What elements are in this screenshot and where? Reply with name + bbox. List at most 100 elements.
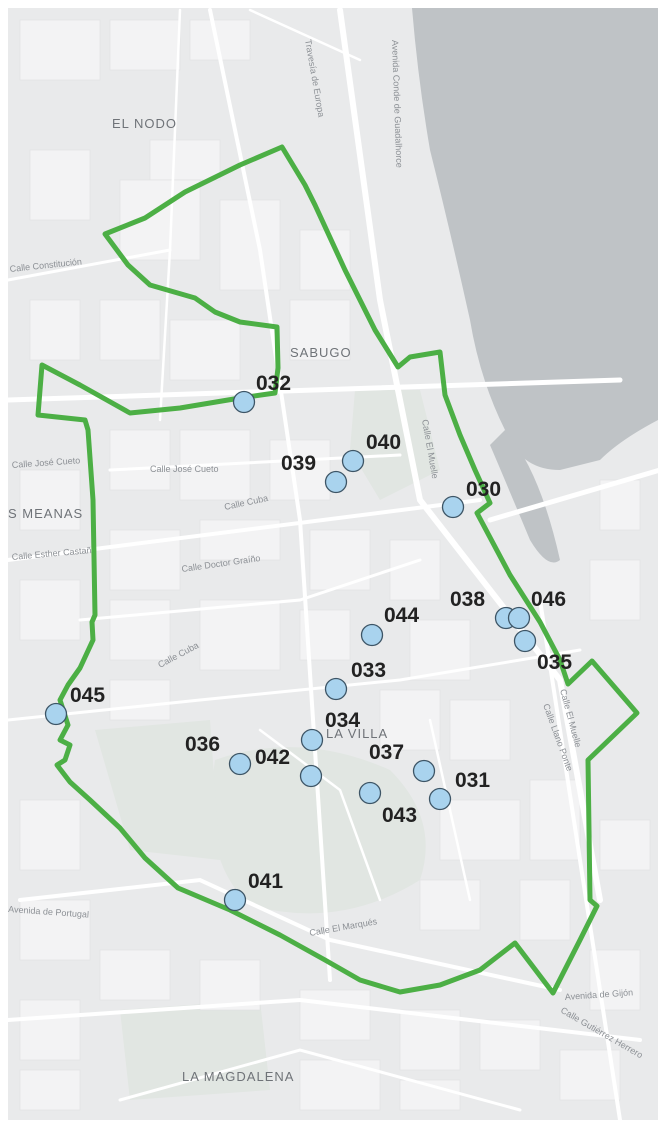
point-label: 039 [281,452,316,475]
point-label: 044 [384,604,419,627]
survey-point-039[interactable]: 039 [281,452,348,494]
road [118,1048,522,1112]
city-block [439,799,521,861]
street-label: Avenida de Gijón [564,987,633,1002]
point-marker-icon[interactable] [507,606,531,630]
city-block [19,19,101,81]
survey-point-035[interactable]: 035 [513,629,573,675]
survey-point-040[interactable]: 040 [341,431,402,473]
survey-point-033[interactable]: 033 [324,659,387,701]
city-block [599,479,641,531]
city-block [19,799,81,871]
city-block [29,149,91,221]
street-label: Avenida Conde de Guadalhorce [390,40,404,168]
road [337,7,603,903]
water-bodies [412,8,658,563]
survey-point-036[interactable]: 036 [185,733,252,776]
point-label: 036 [185,733,220,756]
road [248,8,362,62]
neighborhood-sabugo: SABUGO [290,345,352,360]
road [78,558,422,622]
road [6,648,582,722]
city-block [149,139,221,181]
point-marker-icon[interactable] [428,787,452,811]
city-block [99,299,161,361]
point-label: 035 [537,651,572,674]
point-marker-icon[interactable] [412,759,436,783]
point-marker-icon[interactable] [358,781,382,805]
point-marker-icon[interactable] [324,677,348,701]
city-block [19,999,81,1061]
roads [5,7,663,1122]
point-marker-icon[interactable] [228,752,252,776]
point-label: 038 [450,588,485,611]
point-marker-icon[interactable] [441,495,465,519]
city-block [29,299,81,361]
park-west [95,720,220,860]
point-marker-icon[interactable] [360,623,384,647]
road [6,997,642,1042]
point-label: 031 [455,769,490,792]
survey-point-042[interactable]: 042 [255,746,323,788]
road [487,467,663,523]
survey-point-045[interactable]: 045 [44,684,106,726]
road [18,877,562,992]
point-label: 042 [255,746,290,769]
survey-point-031[interactable]: 031 [428,769,491,811]
city-block [109,679,171,721]
city-block [419,879,481,931]
survey-point-043[interactable]: 043 [358,781,418,828]
point-marker-icon[interactable] [513,629,537,653]
city-block [389,539,441,601]
neighborhood-labels: EL NODO SABUGO S MEANAS LA VILLA LA MAGD… [8,116,388,1084]
neighborhood-la-villa: LA VILLA [326,726,388,741]
street-label: Calle José Cueto [11,455,80,470]
city-block [109,599,171,661]
survey-point-032[interactable]: 032 [232,372,292,414]
road [6,248,172,282]
city-block [289,299,351,361]
city-block [589,559,641,621]
city-block [269,439,331,501]
road [6,498,482,562]
road [538,598,622,1122]
point-marker-icon[interactable] [223,888,247,912]
city-block [19,1069,81,1111]
road [258,728,382,902]
survey-point-044[interactable]: 044 [360,604,420,647]
point-marker-icon[interactable] [341,449,365,473]
city-block [99,949,171,1001]
point-label: 040 [366,431,401,454]
city-block [449,699,511,761]
road [5,377,623,403]
street-label: Calle José Cueto [150,464,219,474]
city-block [109,19,181,71]
neighborhood-meanas: S MEANAS [8,506,83,521]
city-blocks [19,19,651,1111]
city-block [169,319,241,381]
survey-point-041[interactable]: 041 [223,870,284,912]
city-block [599,819,651,871]
city-block [199,599,281,671]
city-block [19,579,81,641]
survey-point-046[interactable]: 046 [507,588,567,630]
point-marker-icon[interactable] [300,728,324,752]
survey-point-034[interactable]: 034 [300,709,361,752]
marker-layer: 030 031 032 033 034 035 036 037 038 039 040 041 042 0… [44,372,573,912]
park-south [120,1000,270,1100]
road [428,718,472,902]
river [412,8,658,470]
point-label: 043 [382,804,417,827]
point-label: 030 [466,478,501,501]
point-marker-icon[interactable] [299,764,323,788]
survey-point-030[interactable]: 030 [441,478,502,519]
survey-point-037[interactable]: 037 [369,741,436,783]
point-label: 045 [70,684,105,707]
point-marker-icon[interactable] [232,390,256,414]
point-label: 032 [256,372,291,395]
point-marker-icon[interactable] [324,470,348,494]
point-label: 033 [351,659,386,682]
point-marker-icon[interactable] [44,702,68,726]
city-block [519,879,571,941]
